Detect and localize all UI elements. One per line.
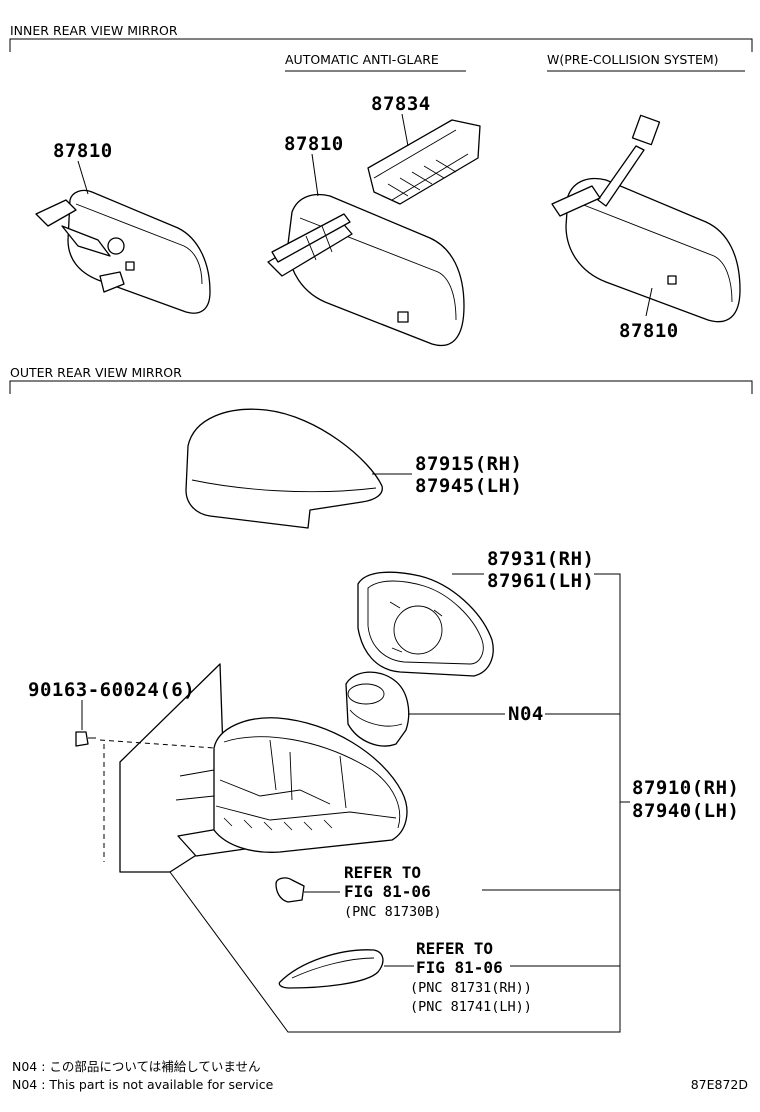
figure-code: 87E872D: [691, 1077, 748, 1092]
label-inner-mirror-b: 87810: [284, 133, 344, 155]
label-screw: 90163-60024(6): [28, 679, 195, 701]
mirror-motor-drawing: [345, 671, 410, 747]
mirror-glass-drawing: [357, 571, 494, 677]
turn-fig-ref: FIG 81-06: [416, 958, 503, 977]
screw-drawing: [75, 731, 215, 862]
turn-refer-to: REFER TO: [416, 939, 493, 958]
label-motor: N04: [508, 703, 544, 725]
turn-pnc-lh: (PNC 81741(LH)): [410, 999, 532, 1015]
label-inner-mirror-a: 87810: [53, 140, 113, 162]
label-cover-lh: 87945(LH): [415, 475, 522, 497]
variant-auto-anti-glare: AUTOMATIC ANTI-GLARE: [285, 52, 439, 67]
turn-signal-drawing: [278, 949, 414, 989]
label-assy-rh: 87910(RH): [632, 777, 739, 799]
variant-pre-collision: W(PRE-COLLISION SYSTEM): [547, 52, 719, 67]
label-glass-lh: 87961(LH): [487, 570, 594, 592]
label-inner-mirror-c: 87810: [619, 320, 679, 342]
turn-pnc-rh: (PNC 81731(RH)): [410, 980, 532, 996]
inner-mirror-cover-drawing: [367, 119, 481, 205]
lamp-refer-to: REFER TO: [344, 863, 421, 882]
note-english: N04 : This part is not available for ser…: [12, 1077, 274, 1092]
inner-mirror-auto-drawing: [267, 193, 465, 346]
lamp-drawing: [275, 877, 340, 903]
inner-section-bracket: INNER REAR VIEW MIRROR: [9, 23, 753, 52]
assembly-bracket-lines: [169, 573, 630, 1033]
label-glass-rh: 87931(RH): [487, 548, 594, 570]
outer-mirror-cover-drawing: [185, 408, 383, 529]
label-assy-lh: 87940(LH): [632, 800, 739, 822]
inner-mirror-standard-drawing: [35, 189, 211, 314]
note-japanese: N04 : この部品については補給していません: [12, 1059, 261, 1074]
outer-section-bracket: OUTER REAR VIEW MIRROR: [9, 365, 753, 394]
inner-mirror-precollision-drawing: [551, 114, 741, 323]
label-cover-rh: 87915(RH): [415, 453, 522, 475]
lamp-fig-ref: FIG 81-06: [344, 882, 431, 901]
inner-section-title: INNER REAR VIEW MIRROR: [10, 23, 178, 38]
outer-section-title: OUTER REAR VIEW MIRROR: [10, 365, 182, 380]
label-inner-cover: 87834: [371, 93, 431, 115]
outer-mirror-assembly-drawing: [119, 663, 408, 873]
lamp-pnc: (PNC 81730B): [344, 904, 442, 920]
